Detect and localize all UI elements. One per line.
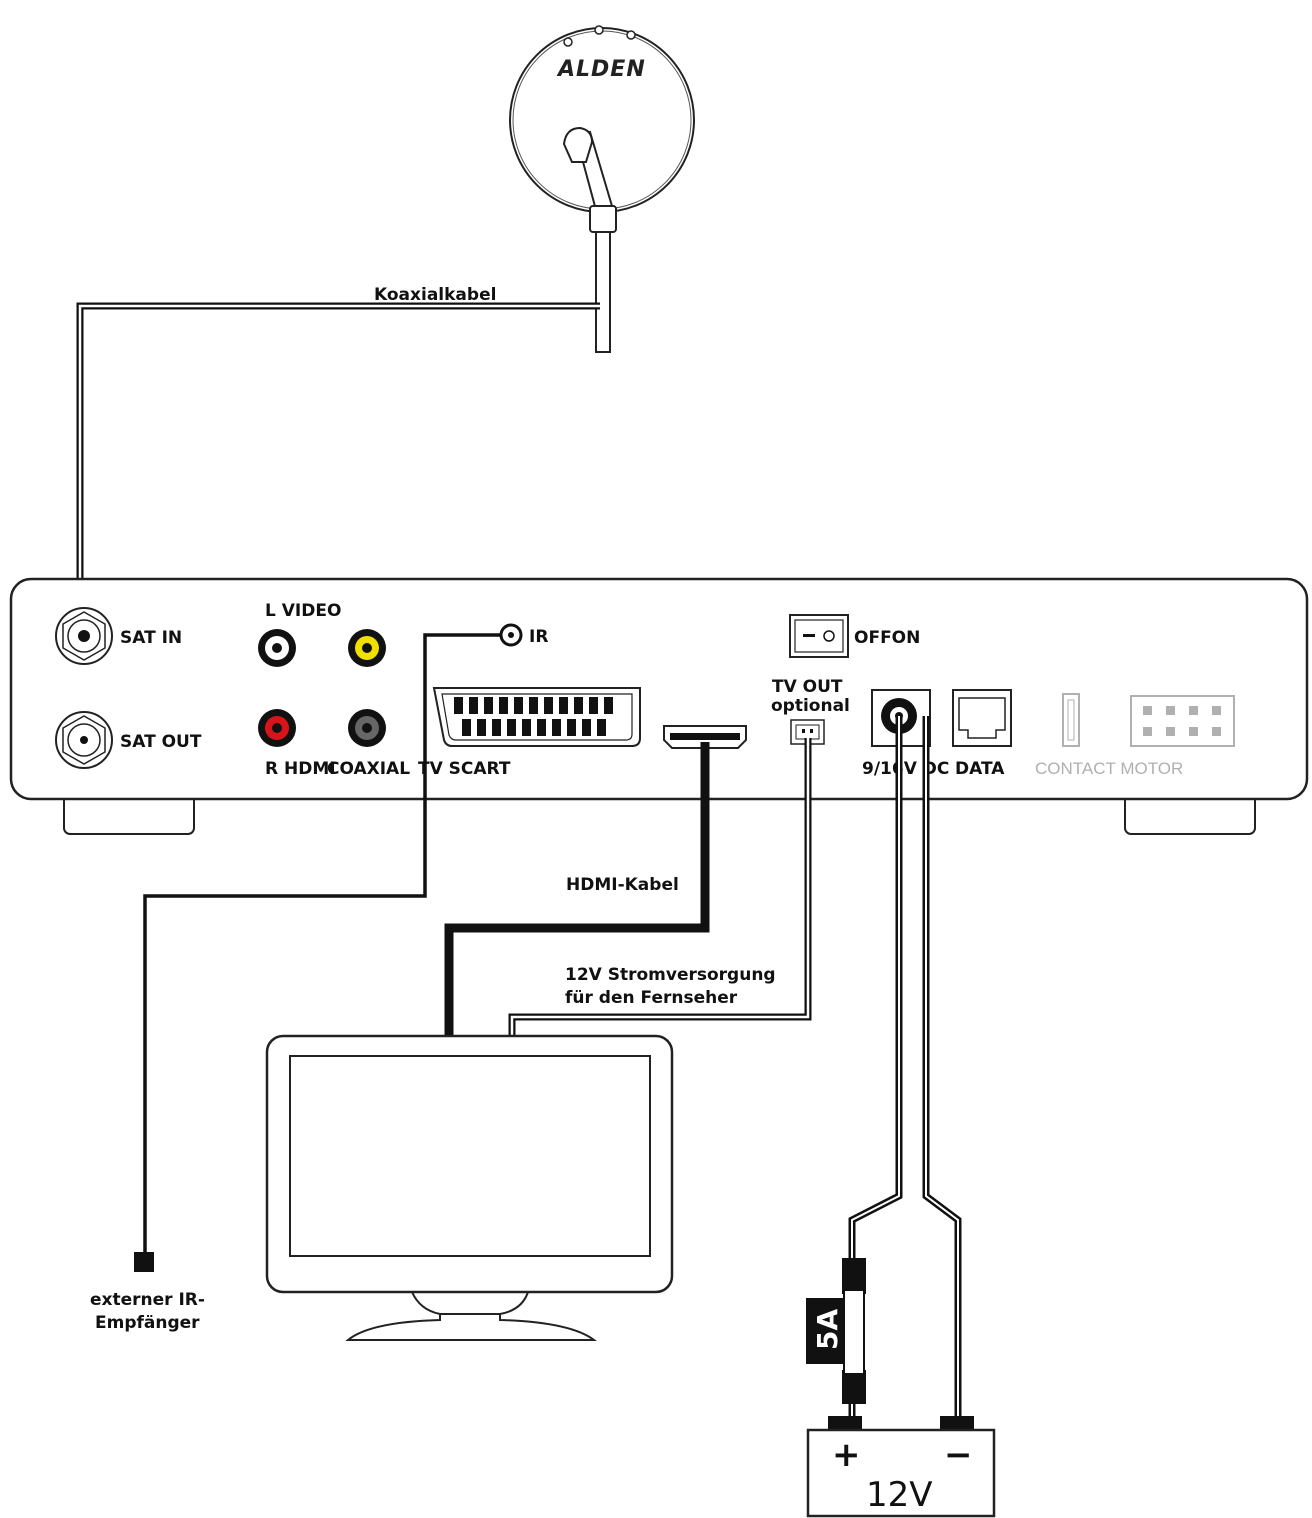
coax-cable-label: Koaxialkabel (374, 285, 496, 305)
tv-power-label-line2: für den Fernseher (565, 988, 738, 1008)
ir-receiver-label-line1: externer IR- (90, 1290, 205, 1310)
satellite-dish: ALDEN (509, 25, 695, 353)
battery-terminal-positive (828, 1416, 862, 1432)
tv-scart-label: TV SCART (418, 759, 511, 779)
sat-out-label: SAT OUT (120, 732, 202, 752)
tv-out-optional-label: optional (771, 696, 850, 716)
tv-out-label: TV OUT (772, 677, 843, 697)
dish-brand-logo: ALDEN (556, 57, 646, 82)
rca-right-audio (258, 709, 296, 747)
lnb-head (562, 126, 594, 163)
scart-connector (432, 687, 641, 747)
hdmi-port (663, 725, 747, 749)
data-port (952, 689, 1012, 747)
dc-label: 9/16V DC (862, 759, 949, 779)
battery-minus-sign: − (944, 1435, 973, 1475)
battery: + − 12V (806, 1416, 996, 1518)
battery-body (806, 1428, 996, 1518)
sat-in-label: SAT IN (120, 628, 182, 648)
dish-screw-right (626, 30, 636, 40)
tv-neck (411, 1291, 529, 1315)
contact-port (1062, 693, 1080, 747)
ir-jack (499, 623, 523, 647)
rca-video (348, 629, 386, 667)
power-switch (789, 614, 849, 658)
dish-mast (595, 231, 611, 353)
tv-power-label-line1: 12V Stromversorgung (565, 965, 776, 985)
motor-port (1130, 695, 1235, 747)
ir-cable: externer IR- Empfänger (90, 633, 501, 1333)
coaxial-label: COAXIAL (327, 759, 410, 779)
battery-plus-sign: + (832, 1435, 861, 1475)
rca-left-audio (258, 629, 296, 667)
dish-mount (589, 205, 617, 233)
fuse: 5A (806, 1258, 866, 1404)
ir-label: IR (529, 627, 548, 647)
l-video-label: L VIDEO (265, 601, 341, 621)
hdmi-cable: HDMI-Kabel (444, 742, 710, 1036)
dish-screw-left (563, 37, 573, 47)
television (265, 1034, 674, 1341)
tv-power-cable: 12V Stromversorgung für den Fernseher (508, 738, 812, 1036)
ir-receiver-sensor (134, 1252, 154, 1272)
tv-screen (289, 1055, 651, 1257)
battery-terminal-negative (940, 1416, 974, 1432)
hdmi-cable-label: HDMI-Kabel (566, 875, 679, 895)
sat-out-connector (55, 711, 113, 769)
data-label: DATA (955, 759, 1005, 779)
dc-power-cable (848, 716, 962, 1418)
rca-coaxial (348, 709, 386, 747)
receiver: SAT IN SAT OUT L VIDEO (9, 577, 1309, 835)
sat-in-connector (55, 607, 113, 665)
offon-label: OFFON (854, 628, 920, 648)
ir-receiver-label-line2: Empfänger (95, 1313, 200, 1333)
coax-cable: Koaxialkabel (76, 285, 600, 636)
contact-motor-label: CONTACT MOTOR (1035, 759, 1183, 778)
r-hdmi-label: R HDMI (265, 759, 336, 779)
battery-voltage-label: 12V (866, 1475, 933, 1515)
fuse-rating-label: 5A (811, 1309, 844, 1350)
tv-stand (345, 1291, 598, 1341)
dish-screw-top (594, 25, 604, 35)
